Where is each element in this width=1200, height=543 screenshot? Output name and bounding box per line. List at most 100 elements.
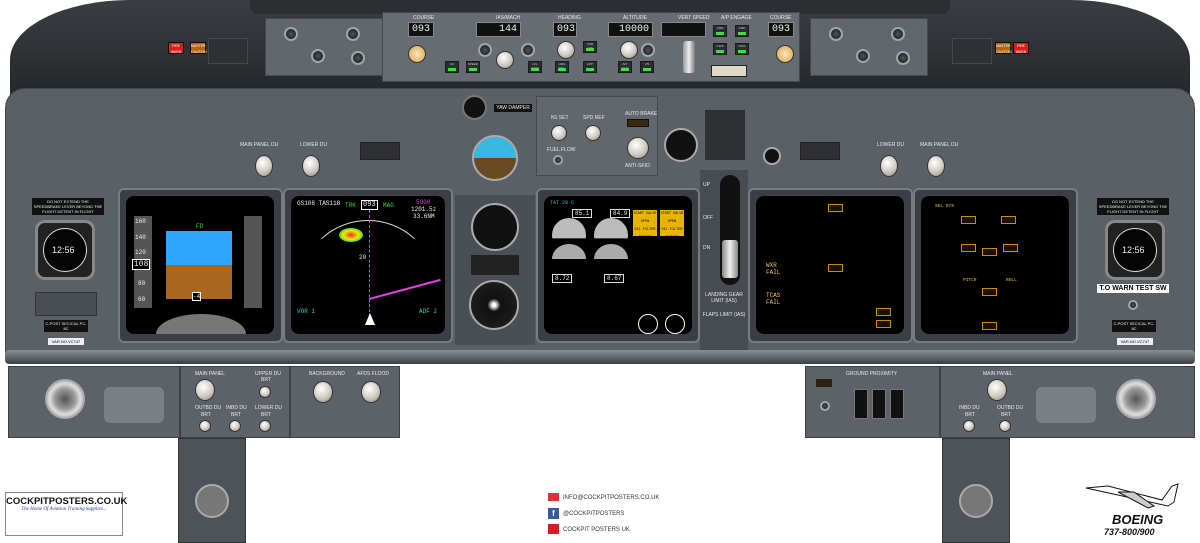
course-left-knob[interactable] xyxy=(408,45,426,63)
altitude-knob[interactable] xyxy=(620,41,638,59)
var-no-placard-right: VAR.NO.VC747 xyxy=(1117,338,1153,345)
speed-knob[interactable] xyxy=(496,51,514,69)
lower-du-selector[interactable] xyxy=(302,155,320,177)
boeing-logo: BOEING 737-800/900 xyxy=(1078,478,1188,540)
cws-b-button[interactable]: CWS xyxy=(735,43,749,55)
terr-inhibit-switch[interactable] xyxy=(890,389,904,419)
efis-panel-right xyxy=(810,18,928,76)
fire-warn-right-button[interactable]: FIRE WARN xyxy=(1013,42,1029,54)
afds-flood-label: AFDS FLOOD xyxy=(357,371,389,377)
ground-speed: GS108 TAS118 xyxy=(297,200,341,207)
clock-right: 12:56 xyxy=(1105,220,1165,280)
youtube-link[interactable]: COCKPIT POSTERS UK xyxy=(563,527,630,533)
youtube-row[interactable]: COCKPIT POSTERS UK xyxy=(548,522,659,538)
inbd-du-brightness-knob[interactable] xyxy=(229,420,241,432)
heading-label: HEADING xyxy=(558,15,581,21)
email-row[interactable]: INFO@COCKPITPOSTERS.CO.UK xyxy=(548,490,659,506)
inbd-du-brt-label: BRT xyxy=(231,412,241,418)
main-panel-du-selector-right[interactable] xyxy=(927,155,945,177)
baro-knob[interactable] xyxy=(346,27,360,41)
outbd-du-brightness-knob[interactable] xyxy=(199,420,211,432)
pedal-adjust-crank[interactable] xyxy=(195,484,229,518)
vs-thumbwheel[interactable] xyxy=(683,41,695,73)
inbd-du-brightness-knob-right[interactable] xyxy=(963,420,975,432)
minimums-knob[interactable] xyxy=(284,27,298,41)
compass-arc xyxy=(303,220,433,334)
n1-button[interactable]: N1 xyxy=(445,61,459,73)
fuel-flow-switch[interactable] xyxy=(553,155,563,165)
gpws-test-switch[interactable] xyxy=(820,401,830,411)
vor-loc-button[interactable]: VOR LOC xyxy=(583,41,597,53)
gear-up-label: UP xyxy=(703,182,710,188)
heading-knob[interactable] xyxy=(557,41,575,59)
lvl-chg-button[interactable]: LVL CHG xyxy=(528,61,542,73)
n1-set-knob[interactable] xyxy=(551,125,567,141)
cmd-b-button[interactable]: CMD xyxy=(735,25,749,37)
anti-skid-label: ANTI-SKID xyxy=(625,163,650,169)
range-knob[interactable] xyxy=(896,51,910,65)
outbd-du-brightness-knob-right[interactable] xyxy=(999,420,1011,432)
facebook-row[interactable]: f@COCKPITPOSTERS xyxy=(548,506,659,522)
gear-lights xyxy=(705,110,745,160)
master-caution-right-button[interactable]: MASTER CAUTION xyxy=(995,42,1012,54)
lower-du-brightness-knob[interactable] xyxy=(259,420,271,432)
auto-brake-selector[interactable] xyxy=(627,137,649,159)
upper-du-brightness-knob[interactable] xyxy=(259,386,271,398)
course-right-knob[interactable] xyxy=(776,45,794,63)
lower-du-selector-right[interactable] xyxy=(880,155,898,177)
minimums-knob[interactable] xyxy=(829,27,843,41)
ap-engage-label: A/P ENGAGE xyxy=(721,15,752,21)
clock-time: 12:56 xyxy=(1122,245,1145,255)
cws-a-button[interactable]: CWS xyxy=(713,43,727,55)
to-warn-test-switch[interactable] xyxy=(1128,300,1138,310)
main-panel-du-selector[interactable] xyxy=(255,155,273,177)
pedal-adjust-crank[interactable] xyxy=(959,484,993,518)
fuel-flow-left: 8.72 xyxy=(552,274,573,283)
speed-button[interactable]: SPEED xyxy=(466,61,480,73)
n1-left-gauge xyxy=(552,218,586,239)
outbd-du-brt-label-right: BRT xyxy=(1001,412,1011,418)
main-panel-du-label-right: MAIN PANEL DU xyxy=(920,142,959,148)
landing-gear-lever[interactable] xyxy=(722,240,738,278)
fuel-flow-label: FUEL FLOW xyxy=(547,147,576,153)
email-link[interactable]: INFO@COCKPITPOSTERS.CO.UK xyxy=(563,495,660,501)
lower-du-label-right: LOWER DU xyxy=(877,142,904,148)
mag-label: MAG xyxy=(383,202,394,209)
outbd-du-brt-label: BRT xyxy=(201,412,211,418)
vs-button[interactable]: V/S xyxy=(640,61,654,73)
landing-gear-panel: UP OFF DN LANDING GEAR LIMIT (IAS) FLAPS… xyxy=(700,170,748,350)
baro-knob[interactable] xyxy=(891,27,905,41)
mode-knob[interactable] xyxy=(311,49,325,63)
alt-intv-button[interactable] xyxy=(641,43,655,57)
alt-hld-button[interactable]: ALT HLD xyxy=(618,61,632,73)
main-panel-brightness-knob[interactable] xyxy=(195,379,215,401)
n1-left: 85.1 xyxy=(572,209,593,218)
course-line xyxy=(369,210,370,322)
display-brightness-panel: MAIN PANEL UPPER DU BRT OUTBD DU BRT INB… xyxy=(180,366,290,438)
upper-eicas-display: TAT 29 C 85.1 84.9 8.72 8.67 START VALVE… xyxy=(544,196,692,334)
track-display: 093 xyxy=(361,200,378,210)
lower-right-switch-box[interactable] xyxy=(1036,387,1096,423)
ap-disengage-bar[interactable] xyxy=(711,65,747,77)
facebook-link[interactable]: @COCKPITPOSTERS xyxy=(563,511,625,517)
app-button[interactable]: APP xyxy=(583,61,597,73)
hdg-sel-button[interactable]: HDG SEL xyxy=(555,61,569,73)
range-knob[interactable] xyxy=(351,51,365,65)
standby-instruments xyxy=(455,195,535,345)
afds-flood-knob[interactable] xyxy=(361,381,381,403)
cmd-a-button[interactable]: CMD xyxy=(713,25,727,37)
eta: 1201.5z xyxy=(411,206,437,213)
n1-button[interactable] xyxy=(478,43,492,57)
background-light-knob[interactable] xyxy=(313,381,333,403)
spd-ref-knob[interactable] xyxy=(585,125,601,141)
main-panel-brightness-knob-right[interactable] xyxy=(987,379,1007,401)
master-caution-left-button[interactable]: MASTER CAUTION xyxy=(190,42,207,54)
mode-knob[interactable] xyxy=(856,49,870,63)
gear-inhibit-switch[interactable] xyxy=(872,389,886,419)
standby-airspeed xyxy=(469,280,519,330)
speed-intv-button[interactable] xyxy=(521,43,535,57)
fuel-temp-switch[interactable] xyxy=(35,292,97,316)
fire-warn-left-button[interactable]: FIRE WARN xyxy=(168,42,184,54)
flap-inhibit-switch[interactable] xyxy=(854,389,868,419)
lower-left-switch-box[interactable] xyxy=(104,387,164,423)
